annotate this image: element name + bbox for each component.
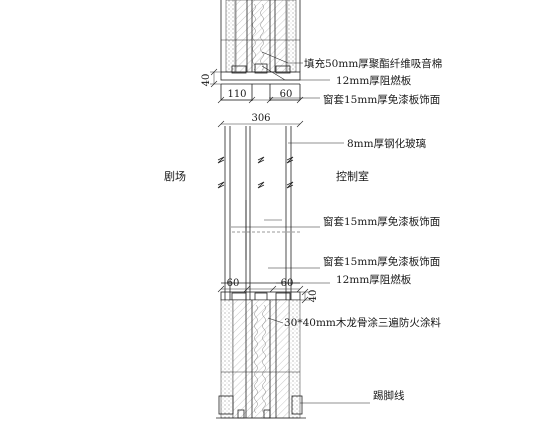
- room-label-theater: 剧场: [164, 169, 186, 183]
- leader-lines: [231, 51, 370, 404]
- callout-casing-mid: 窗套15mm厚免漆板饰面: [323, 215, 440, 228]
- dim-top-right-width: 60: [280, 89, 293, 100]
- dim-bottom-left-width: 60: [227, 278, 240, 289]
- dim-total-width: 306: [251, 113, 270, 124]
- dim-top-left-width: 110: [227, 89, 246, 100]
- callout-skirting: 踢脚线: [373, 389, 405, 402]
- callout-casing-top: 窗套15mm厚免漆板饰面: [323, 93, 440, 106]
- dimension-lines: [210, 68, 310, 304]
- callout-fireboard-low: 12mm厚阻燃板: [336, 273, 412, 286]
- dim-bottom-right-width: 60: [281, 278, 294, 289]
- callout-fill: 填充50mm厚聚酯纤维吸音棉: [304, 57, 442, 70]
- callout-glass: 8mm厚钢化玻璃: [347, 137, 426, 150]
- callout-labels: 填充50mm厚聚酯纤维吸音棉 12mm厚阻燃板 窗套15mm厚免漆板饰面 8mm…: [284, 57, 442, 402]
- lower-wall-section: [216, 282, 306, 419]
- callout-casing-low: 窗套15mm厚免漆板饰面: [323, 255, 440, 268]
- room-labels: 剧场 控制室: [164, 169, 369, 183]
- dim-bottom-height: 40: [308, 290, 319, 303]
- dim-top-height: 40: [201, 74, 212, 87]
- room-label-control-room: 控制室: [336, 169, 369, 183]
- upper-wall-section: [220, 0, 301, 85]
- callout-fireboard-top: 12mm厚阻燃板: [336, 74, 412, 87]
- callout-keel: 30*40mm木龙骨涂三遍防火涂料: [284, 316, 441, 329]
- dimension-texts: 40 110 60 306 60 60 40: [201, 74, 319, 303]
